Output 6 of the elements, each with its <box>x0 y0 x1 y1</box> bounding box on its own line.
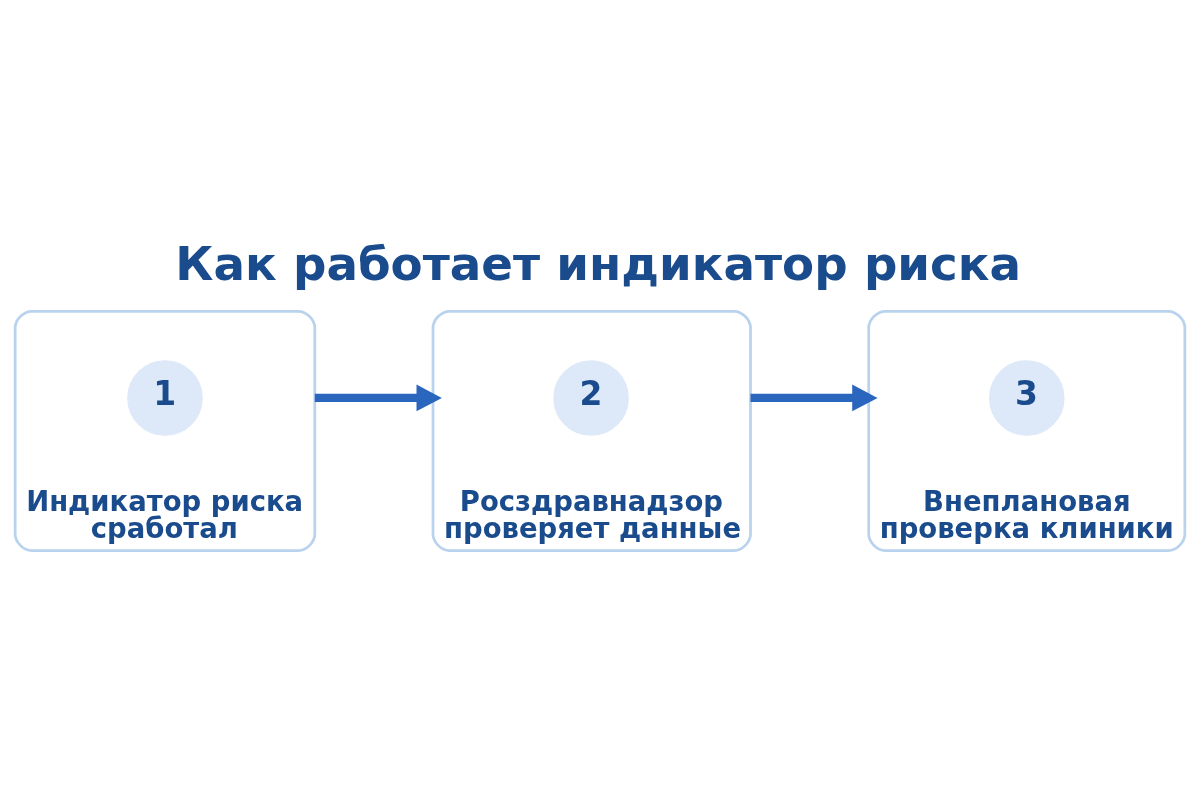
arrow <box>750 384 878 412</box>
node-circle: 3 <box>989 360 1065 436</box>
arrow <box>314 384 442 412</box>
node-circle: 2 <box>553 360 629 436</box>
node-circle: 1 <box>127 360 203 436</box>
diagram-title: Как работает индикатор риска <box>175 237 1021 292</box>
